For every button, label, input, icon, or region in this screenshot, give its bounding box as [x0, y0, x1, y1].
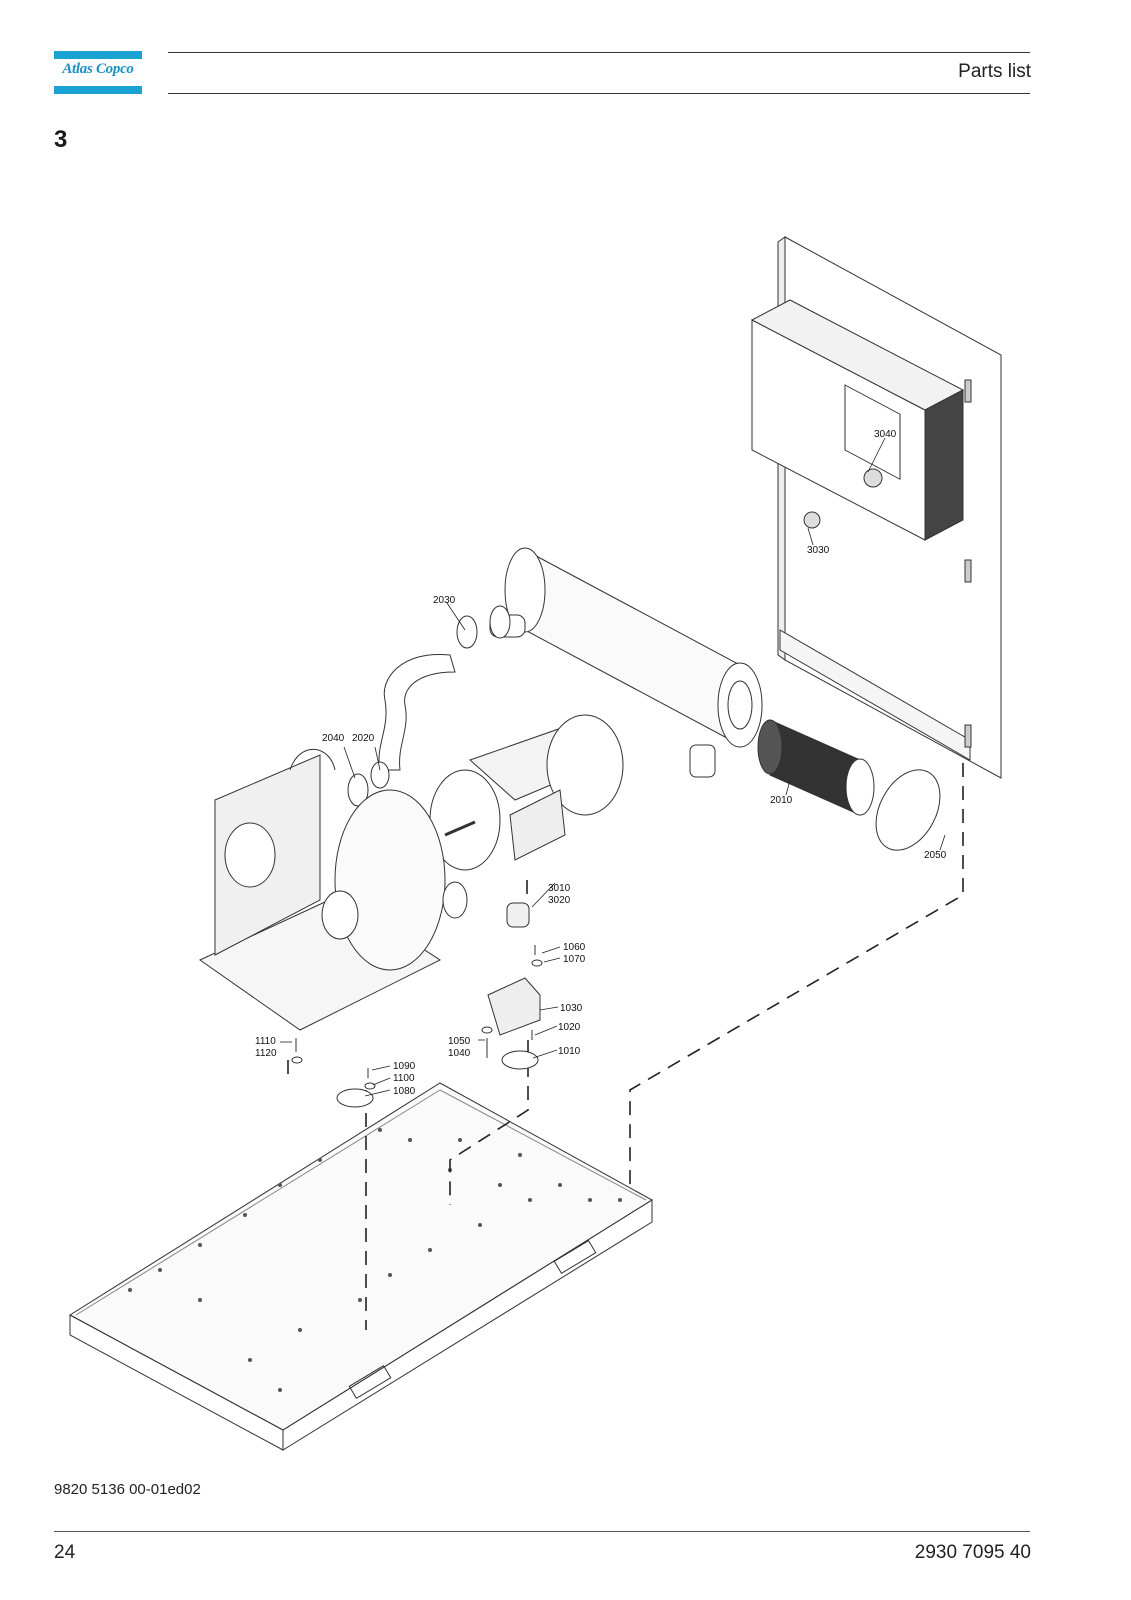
callout-1070: 1070 — [563, 954, 586, 965]
callout-2010: 2010 — [770, 795, 793, 806]
header-rule-bottom — [168, 93, 1030, 94]
callout-1010: 1010 — [558, 1046, 581, 1057]
callout-1050: 1050 — [448, 1036, 471, 1047]
section-number: 3 — [54, 126, 68, 153]
page-title: Parts list — [958, 61, 1031, 82]
control-cabinet — [750, 236, 1002, 779]
hoses — [347, 605, 511, 807]
electric-motor — [429, 714, 624, 928]
base-frame — [69, 1082, 653, 1451]
callout-leaders — [280, 437, 946, 1097]
document-code: 9820 5136 00-01ed02 — [54, 1481, 201, 1498]
logo-bottom-bar — [54, 86, 142, 94]
callout-1120: 1120 — [255, 1048, 277, 1059]
separator-tank — [489, 547, 763, 778]
callout-2020: 2020 — [352, 733, 375, 744]
callout-3020: 3020 — [548, 895, 571, 906]
callout-1080: 1080 — [393, 1086, 416, 1097]
manual-part-number: 2930 7095 40 — [914, 1542, 1031, 1563]
callout-1020: 1020 — [558, 1022, 581, 1033]
logo-wordmark: Atlas Copco — [62, 61, 134, 77]
callout-1100: 1100 — [393, 1073, 415, 1084]
header-rule-top — [168, 52, 1030, 53]
callout-2040: 2040 — [322, 733, 345, 744]
logo-top-bar — [54, 51, 142, 59]
callout-labels: 3040 3030 2030 2040 2020 2010 2050 3010 … — [255, 429, 947, 1097]
callout-1110: 1110 — [255, 1036, 276, 1047]
assembly-guide-lines — [287, 740, 964, 1330]
page-number: 24 — [54, 1542, 76, 1563]
mounts-fasteners — [291, 945, 543, 1108]
footer-rule — [54, 1531, 1030, 1532]
callout-1030: 1030 — [560, 1003, 583, 1014]
callout-3030: 3030 — [807, 545, 830, 556]
filter-element — [757, 719, 875, 816]
callout-1060: 1060 — [563, 942, 586, 953]
callout-1090: 1090 — [393, 1061, 416, 1072]
callout-1040: 1040 — [448, 1048, 471, 1059]
cover-plate — [875, 769, 941, 851]
atlas-copco-logo: Atlas Copco — [54, 51, 142, 94]
compressor-element — [199, 748, 468, 1031]
callout-2050: 2050 — [924, 850, 947, 861]
callout-3010: 3010 — [548, 883, 571, 894]
callout-2030: 2030 — [433, 595, 456, 606]
base-holes — [128, 1128, 622, 1392]
callout-3040: 3040 — [874, 429, 897, 440]
